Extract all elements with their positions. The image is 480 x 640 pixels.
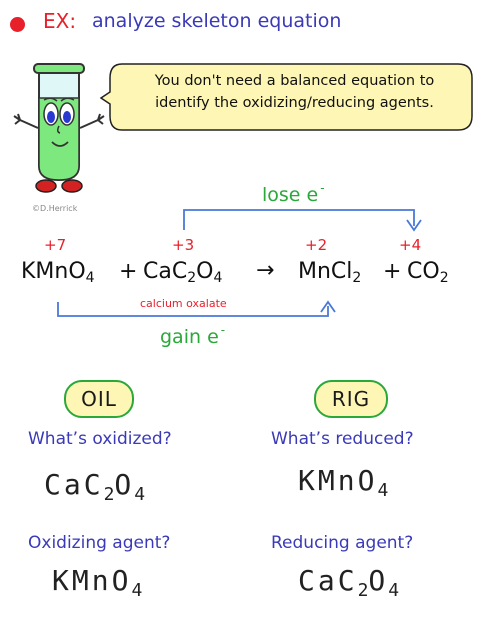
oxidation-state-mn-right: +2 bbox=[305, 236, 328, 254]
plus-sign: + bbox=[119, 259, 138, 284]
gain-electron-label: gain e- bbox=[160, 323, 226, 348]
lose-electron-label: lose e- bbox=[262, 181, 325, 206]
oxidation-state-c-right: +4 bbox=[399, 236, 422, 254]
lose-electron-arrow bbox=[183, 209, 415, 230]
formula-kmno4: KMnO4 bbox=[21, 259, 95, 286]
oxidation-state-mn-left: +7 bbox=[44, 236, 67, 254]
answer-reduced: KMnO4 bbox=[298, 464, 389, 501]
lose-electron-arrowhead-icon bbox=[406, 219, 422, 232]
example-label: EX: bbox=[43, 9, 77, 33]
rig-mnemonic-badge: RIG bbox=[314, 380, 388, 418]
test-tube-mascot-icon bbox=[13, 63, 105, 193]
question-reduced: What’s reduced? bbox=[271, 429, 414, 449]
answer-oxidizing-agent: KMnO4 bbox=[52, 564, 143, 601]
electron-superscript: - bbox=[220, 323, 226, 337]
lose-electron-text: lose e bbox=[262, 184, 319, 206]
page-title: analyze skeleton equation bbox=[92, 10, 342, 32]
electron-superscript: - bbox=[320, 181, 325, 195]
reaction-arrow: → bbox=[256, 258, 275, 283]
gain-electron-arrow bbox=[57, 302, 329, 317]
calcium-oxalate-note: calcium oxalate bbox=[140, 297, 227, 310]
oil-mnemonic-badge: OIL bbox=[64, 380, 134, 418]
oxidation-state-c-left: +3 bbox=[172, 236, 195, 254]
formula-co2: CO2 bbox=[407, 259, 449, 286]
author-credit: ©D.Herrick bbox=[32, 204, 78, 213]
question-oxidized: What’s oxidized? bbox=[28, 429, 172, 449]
answer-reducing-agent: CaC2O4 bbox=[298, 564, 400, 601]
speech-bubble-text: You don't need a balanced equation to id… bbox=[122, 70, 467, 114]
speech-bubble bbox=[100, 63, 473, 131]
speech-bubble-line-2: identify the oxidizing/reducing agents. bbox=[155, 95, 434, 111]
electron-transfer-arrows bbox=[57, 209, 422, 317]
speech-bubble-line-1: You don't need a balanced equation to bbox=[154, 73, 435, 89]
red-bullet-icon bbox=[10, 17, 25, 32]
answer-oxidized: CaC2O4 bbox=[44, 468, 146, 505]
formula-mncl2: MnCl2 bbox=[298, 259, 362, 286]
gain-electron-text: gain e bbox=[160, 326, 219, 348]
gain-electron-arrowhead-icon bbox=[320, 300, 336, 313]
formula-cac2o4: CaC2O4 bbox=[143, 259, 223, 286]
question-reducing-agent: Reducing agent? bbox=[271, 533, 414, 553]
question-oxidizing-agent: Oxidizing agent? bbox=[28, 533, 171, 553]
plus-sign: + bbox=[383, 259, 402, 284]
